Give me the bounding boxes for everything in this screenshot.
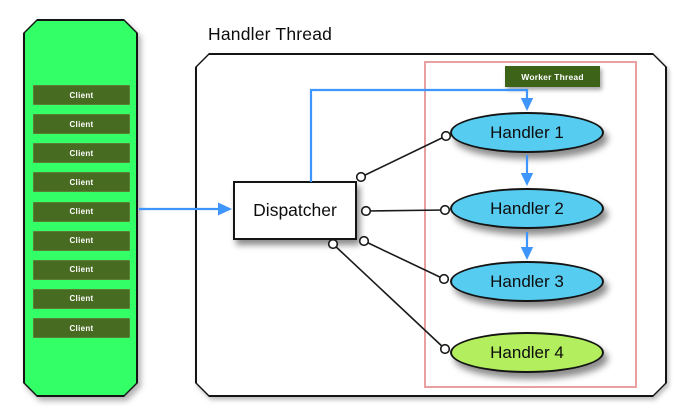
client-pool-body: Client Client Client Client Client Clien… — [25, 21, 136, 395]
worker-thread-label: Worker Thread — [505, 66, 600, 87]
client-node: Client — [33, 172, 130, 192]
client-node: Client — [33, 85, 130, 105]
handler-2-node: Handler 2 — [450, 188, 604, 229]
client-node: Client — [33, 289, 130, 309]
client-node: Client — [33, 202, 130, 222]
handler-thread-title: Handler Thread — [208, 24, 333, 44]
handler-3-node: Handler 3 — [450, 261, 604, 302]
dispatcher-node: Dispatcher — [233, 181, 357, 240]
client-node: Client — [33, 114, 130, 134]
handler-1-node: Handler 1 — [450, 112, 604, 153]
client-pool-container: Client Client Client Client Client Clien… — [23, 19, 138, 397]
worker-thread-region — [424, 61, 637, 388]
handler-4-node: Handler 4 — [450, 332, 604, 373]
client-node: Client — [33, 318, 130, 338]
client-list: Client Client Client Client Client Clien… — [33, 85, 130, 338]
client-node: Client — [33, 231, 130, 251]
client-node: Client — [33, 260, 130, 280]
client-node: Client — [33, 143, 130, 163]
